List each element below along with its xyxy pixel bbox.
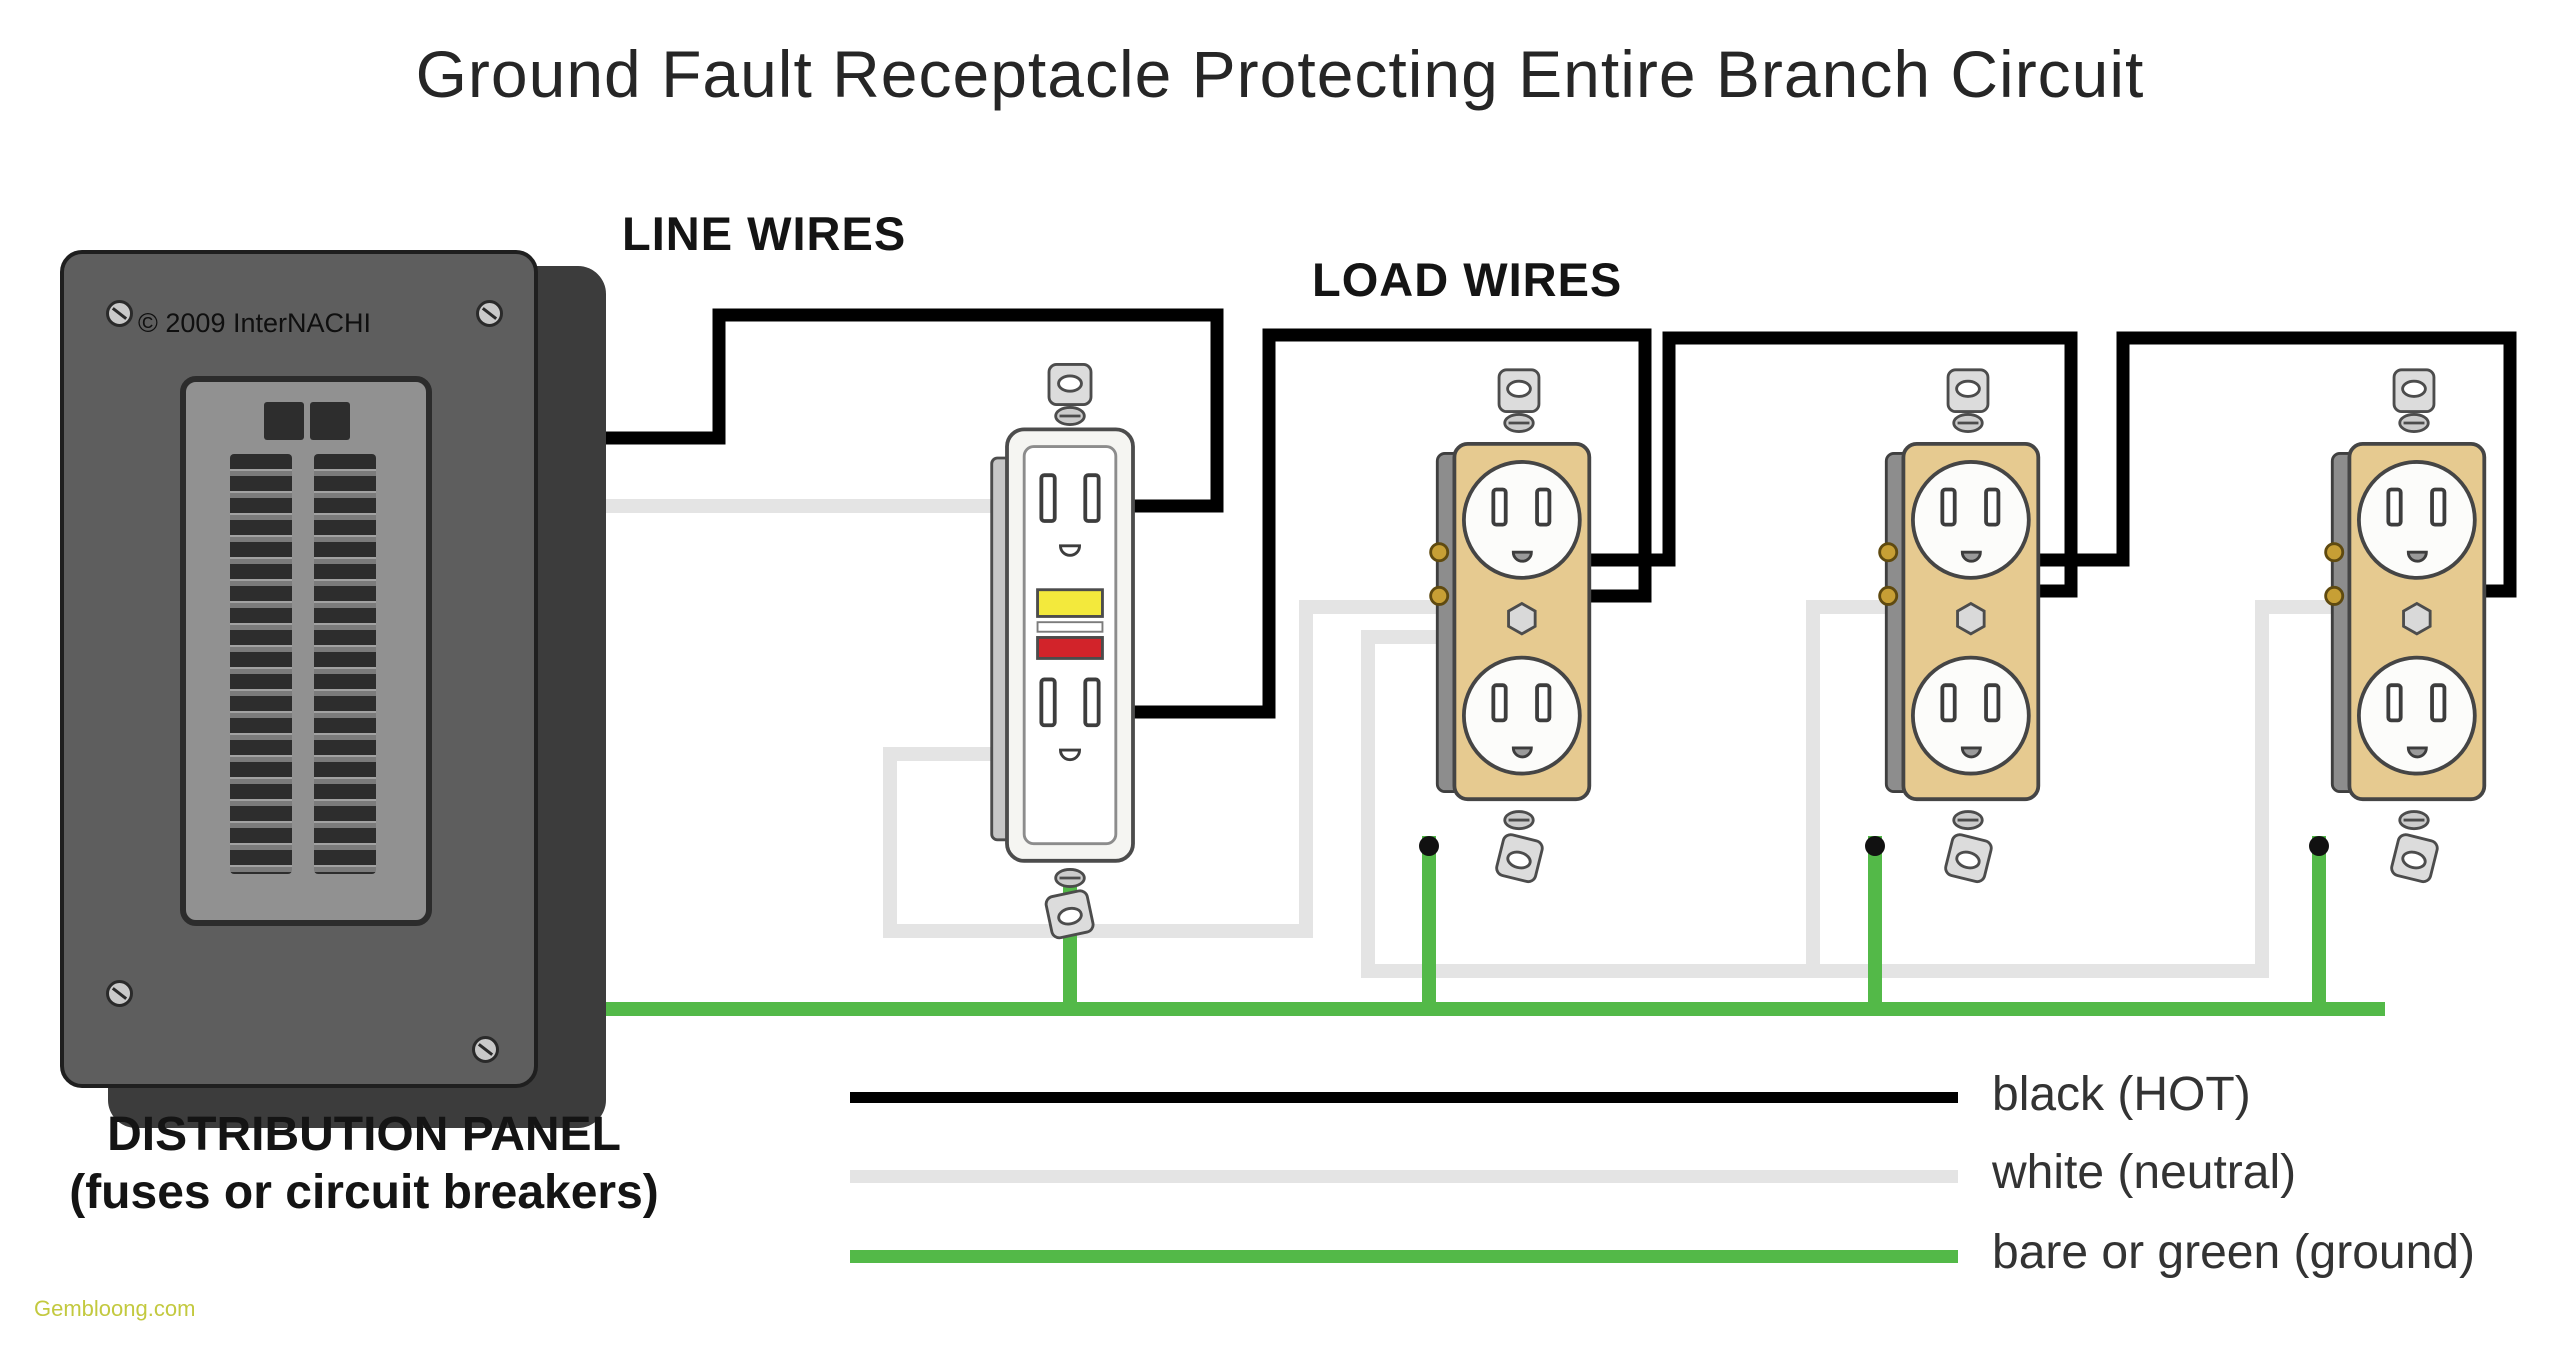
hot-wire-receptacle-2-to-3 bbox=[2003, 331, 2517, 598]
duplex-receptacle-1-icon bbox=[1424, 366, 1614, 936]
connector-dot-receptacle-2 bbox=[1865, 836, 1885, 856]
ground-connector-dots bbox=[1419, 836, 2329, 856]
legend-swatch-neutral bbox=[850, 1170, 1958, 1183]
diagram-title: Ground Fault Receptacle Protecting Entir… bbox=[415, 37, 2145, 111]
connector-dot-receptacle-3 bbox=[2309, 836, 2329, 856]
breaker-column-left bbox=[230, 454, 292, 874]
legend-label-hot: black (HOT) bbox=[1992, 1068, 2251, 1121]
main-breaker-icon bbox=[264, 402, 350, 440]
panel-caption: DISTRIBUTION PANEL (fuses or circuit bre… bbox=[8, 1106, 720, 1221]
distribution-panel: © 2009 InterNACHI bbox=[60, 250, 670, 1140]
legend-swatch-ground bbox=[850, 1250, 1958, 1263]
ground-wires bbox=[513, 836, 2385, 1016]
legend-row-hot: black (HOT) bbox=[850, 1068, 2550, 1130]
gfci-receptacle-icon bbox=[965, 362, 1175, 974]
screw-icon bbox=[106, 300, 133, 327]
line-wires-label: LINE WIRES bbox=[622, 207, 907, 260]
hot-wire-gfci-to-receptacle-1 bbox=[1113, 328, 1652, 719]
legend-swatch-hot bbox=[850, 1092, 1958, 1103]
connector-dot-receptacle-1 bbox=[1419, 836, 1439, 856]
legend-label-ground: bare or green (ground) bbox=[1992, 1226, 2475, 1279]
load-wires-label: LOAD WIRES bbox=[1312, 253, 1623, 306]
hot-wire-panel-to-gfci bbox=[493, 308, 1224, 513]
panel-caption-line2: (fuses or circuit breakers) bbox=[69, 1165, 659, 1219]
breaker-door bbox=[180, 376, 432, 926]
panel-caption-line1: DISTRIBUTION PANEL bbox=[107, 1108, 621, 1161]
wire-legend: black (HOT) white (neutral) bare or gree… bbox=[850, 1068, 2550, 1349]
legend-label-neutral: white (neutral) bbox=[1992, 1146, 2297, 1199]
neutral-wires bbox=[493, 499, 2363, 978]
screw-icon bbox=[106, 980, 133, 1007]
duplex-receptacle-2-icon bbox=[1873, 366, 2063, 936]
panel-front-face: © 2009 InterNACHI bbox=[60, 250, 538, 1088]
screw-icon bbox=[472, 1036, 499, 1063]
neutral-wire-branch-receptacle-2 bbox=[1806, 600, 1917, 978]
duplex-receptacle-3-icon bbox=[2319, 366, 2509, 936]
breaker-column-right bbox=[314, 454, 376, 874]
neutral-wire-gfci-to-receptacle-1 bbox=[883, 600, 1467, 938]
neutral-wire-branch-receptacle-3 bbox=[2255, 600, 2363, 978]
legend-row-neutral: white (neutral) bbox=[850, 1146, 2550, 1208]
legend-row-ground: bare or green (ground) bbox=[850, 1226, 2550, 1288]
watermark: Gembloong.com bbox=[34, 1296, 196, 1321]
hot-wire-receptacle-1-to-2 bbox=[1568, 331, 2078, 598]
screw-icon bbox=[476, 300, 503, 327]
copyright-label: © 2009 InterNACHI bbox=[138, 308, 371, 338]
hot-wires bbox=[493, 308, 2517, 719]
